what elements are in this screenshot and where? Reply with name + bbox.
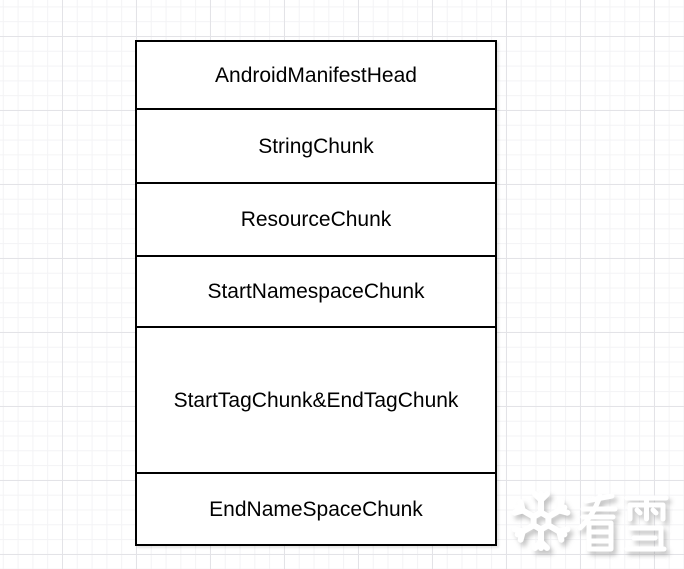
diagram-box-androidmanifesthead: AndroidManifestHead: [137, 42, 495, 110]
diagram-box-resourcechunk: ResourceChunk: [137, 184, 495, 257]
diagram-box-startnamespacechunk: StartNamespaceChunk: [137, 257, 495, 328]
diagram-box-starttagchunk-endtagchunk: StartTagChunk&EndTagChunk: [137, 328, 495, 474]
androidmanifest-structure-diagram: AndroidManifestHead StringChunk Resource…: [135, 40, 497, 546]
diagram-box-endnamespacechunk: EndNameSpaceChunk: [209, 497, 423, 521]
diagram-box-stringchunk: StringChunk: [137, 110, 495, 184]
